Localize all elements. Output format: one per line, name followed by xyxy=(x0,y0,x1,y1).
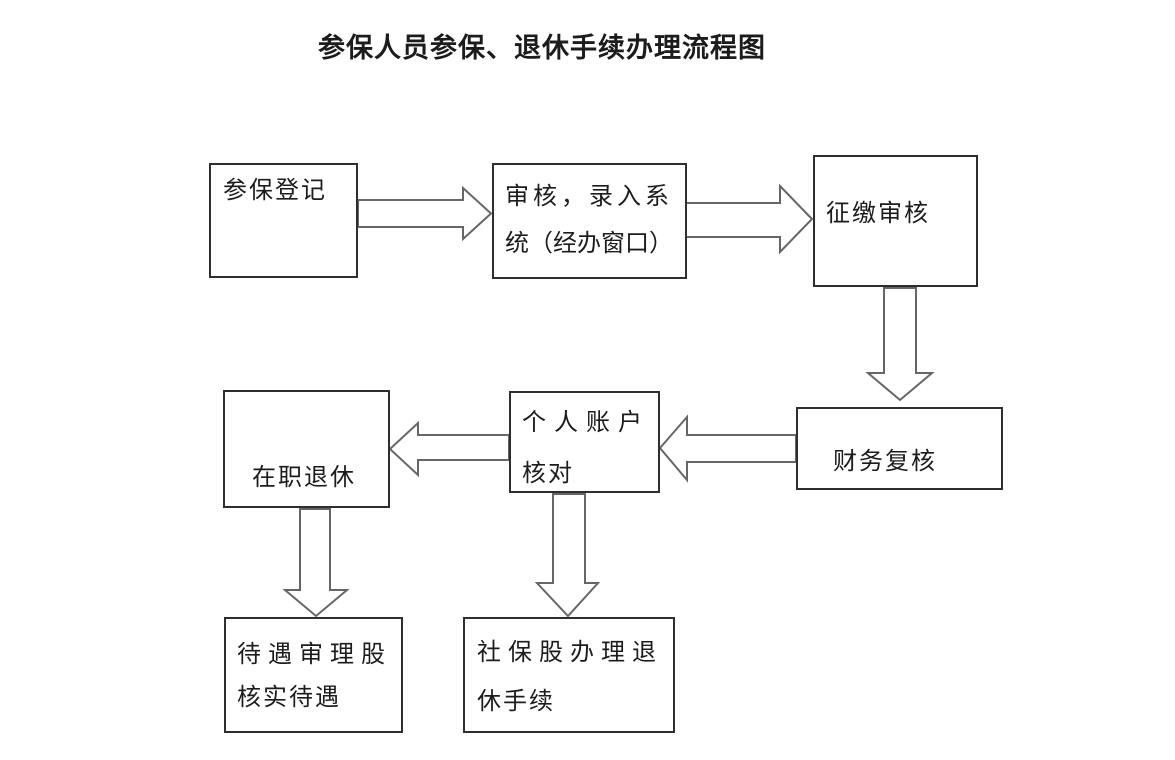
block-arrow-personal-account-to-inservice-retirement-icon xyxy=(388,420,510,478)
node-benefit-review-label-line1: 待遇审理股 xyxy=(237,642,392,668)
block-arrow-collection-audit-to-finance-recheck-icon xyxy=(865,287,935,402)
node-collection-audit: 征缴审核 xyxy=(813,155,978,287)
node-collection-audit-label: 征缴审核 xyxy=(826,201,930,227)
block-arrow-personal-account-to-social-security-icon xyxy=(534,493,601,618)
block-arrow-review-to-collection-audit-icon xyxy=(685,183,814,255)
node-review-entry: 审核，录入系 统（经办窗口） xyxy=(492,163,687,279)
block-arrow-registration-to-review-icon xyxy=(357,185,493,242)
node-review-entry-label-line2: 统（经办窗口） xyxy=(505,231,673,257)
node-registration: 参保登记 xyxy=(209,163,358,278)
node-social-security-label-line1: 社保股办理退 xyxy=(477,640,663,666)
node-personal-account-label-line1: 个人账户 xyxy=(522,410,650,436)
block-arrow-inservice-retirement-to-benefit-review-icon xyxy=(282,508,350,618)
node-inservice-retirement: 在职退休 xyxy=(223,390,390,508)
node-personal-account-label-line2: 核对 xyxy=(522,461,574,487)
node-review-entry-label-line1: 审核，录入系 xyxy=(505,184,673,210)
node-finance-recheck: 财务复核 xyxy=(796,407,1003,490)
node-inservice-retirement-label: 在职退休 xyxy=(252,465,356,491)
node-benefit-review-label-line2: 核实待遇 xyxy=(237,685,341,711)
node-benefit-review: 待遇审理股 核实待遇 xyxy=(224,617,403,733)
node-social-security-label-line2: 休手续 xyxy=(477,689,555,715)
node-personal-account-check: 个人账户 核对 xyxy=(509,391,660,493)
node-social-security-retirement: 社保股办理退 休手续 xyxy=(463,617,675,733)
node-finance-recheck-label: 财务复核 xyxy=(833,449,937,475)
node-registration-label: 参保登记 xyxy=(223,178,327,204)
diagram-title: 参保人员参保、退休手续办理流程图 xyxy=(318,33,766,63)
block-arrow-finance-recheck-to-personal-account-icon xyxy=(658,414,797,483)
